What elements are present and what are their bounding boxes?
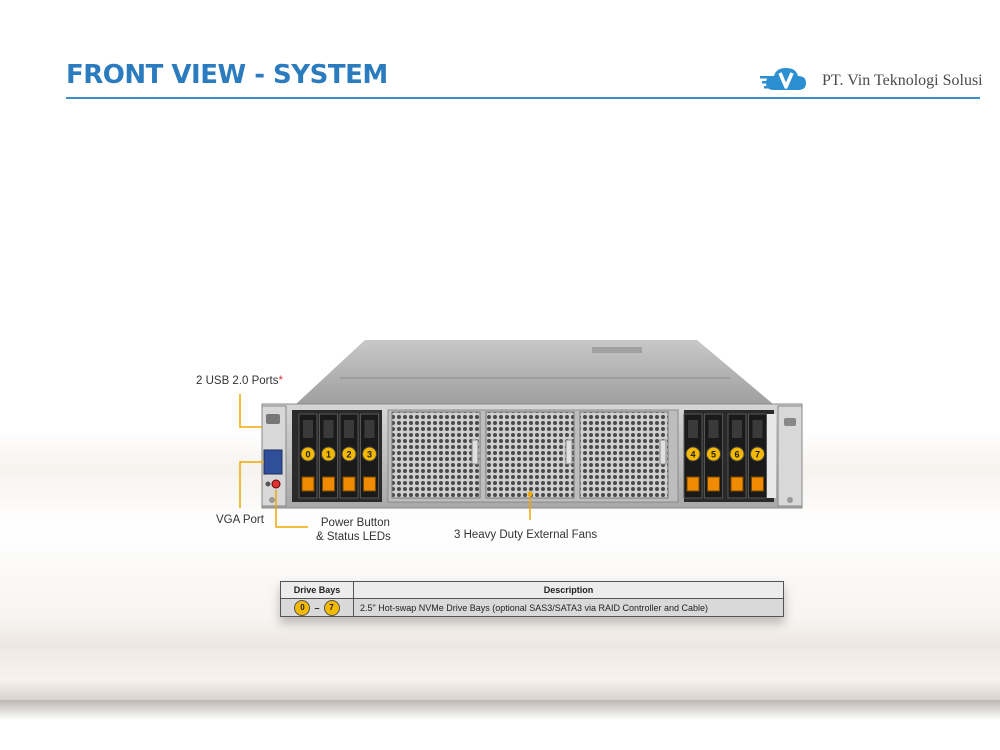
drive-latch-5 <box>707 476 720 492</box>
background-shelf <box>0 648 1000 700</box>
status-leds-text: & Status LEDs <box>316 531 391 543</box>
drive-number-5: 5 <box>711 450 716 460</box>
table-header-drive-bays: Drive Bays <box>280 581 354 599</box>
status-led <box>265 481 271 487</box>
power-callout-line <box>275 490 308 528</box>
drive-slot-7 <box>752 420 763 438</box>
drive-slot-2 <box>344 420 354 438</box>
drive-latch-3 <box>363 476 376 492</box>
drive-badge-5 <box>706 446 721 462</box>
drive-badge-to: 7 <box>323 599 340 616</box>
drive-latch-4 <box>686 476 700 492</box>
fan-3 <box>579 411 669 499</box>
page-title: FRONT VIEW - SYSTEM <box>66 60 388 90</box>
background-shadow <box>0 700 1000 720</box>
screw-right <box>787 497 793 503</box>
drive-latch-2 <box>342 476 356 492</box>
power-button-label: Power Button & Status LEDs <box>316 516 391 544</box>
title-underline <box>66 97 980 99</box>
drive-badge-from: 0 <box>294 599 311 616</box>
left-drive-bays: 0 1 2 3 <box>298 413 379 499</box>
fan-1-handle <box>471 439 479 465</box>
drive-slot-4 <box>688 420 698 438</box>
vent-slots <box>592 347 642 353</box>
usb-callout-line <box>239 394 262 428</box>
drive-slot-0 <box>303 420 313 438</box>
fans-label: 3 Heavy Duty External Fans <box>454 529 598 541</box>
fan-3-handle <box>659 439 667 465</box>
drive-badge-6 <box>729 446 745 462</box>
screw-left <box>269 497 275 503</box>
drive-badge-0 <box>300 446 316 462</box>
vga-callout-line <box>239 461 264 508</box>
drive-bays-table: Drive Bays Description 0–7 2.5" Hot-swap… <box>280 581 784 617</box>
vga-port <box>263 449 283 475</box>
usb-port <box>266 414 280 424</box>
drive-badge-7 <box>750 446 765 462</box>
drive-badge-4 <box>685 446 701 462</box>
drive-number-4: 4 <box>690 450 695 460</box>
cloud-logo-icon <box>760 68 806 90</box>
table-header-description: Description <box>353 581 784 599</box>
drive-number-6: 6 <box>734 450 739 460</box>
fan-2 <box>485 411 575 499</box>
fan-1 <box>391 411 481 499</box>
usb-asterisk: * <box>278 375 283 387</box>
drive-number-1: 1 <box>326 450 331 460</box>
usb-ports-label: 2 USB 2.0 Ports* <box>196 374 283 388</box>
drive-slot-6 <box>732 420 742 438</box>
company-name: PT. Vin Teknologi Solusi <box>822 72 983 89</box>
usb-ports-text: 2 USB 2.0 Ports <box>196 375 279 387</box>
vga-port-label: VGA Port <box>216 514 264 526</box>
fan-2-handle <box>565 439 573 465</box>
drive-latch-1 <box>322 476 335 492</box>
drive-latch-0 <box>301 476 315 492</box>
range-separator: – <box>314 602 320 613</box>
drive-latch-7 <box>751 476 764 492</box>
drive-badge-3 <box>362 446 377 462</box>
table-header-row: Drive Bays Description <box>280 581 784 599</box>
drive-latch-6 <box>730 476 744 492</box>
fans-callout-dot <box>527 491 533 497</box>
drive-badge-1 <box>321 446 336 462</box>
drive-badge-2 <box>341 446 357 462</box>
drive-slot-3 <box>364 420 375 438</box>
power-button <box>271 479 281 489</box>
drive-bays-cell: 0–7 <box>280 598 354 617</box>
company-logo: PT. Vin Teknologi Solusi <box>760 64 990 96</box>
drive-number-3: 3 <box>367 450 372 460</box>
chassis-top <box>296 340 773 404</box>
description-cell: 2.5" Hot-swap NVMe Drive Bays (optional … <box>353 598 784 617</box>
right-drive-bays: 4 5 6 7 <box>683 413 767 499</box>
drive-number-7: 7 <box>755 450 760 460</box>
power-button-text: Power Button <box>320 517 390 529</box>
drive-number-0: 0 <box>305 450 310 460</box>
drive-slot-1 <box>323 420 334 438</box>
drive-number-2: 2 <box>346 450 351 460</box>
table-row: 0–7 2.5" Hot-swap NVMe Drive Bays (optio… <box>280 598 784 617</box>
right-ear-handle <box>784 418 796 426</box>
drive-slot-5 <box>708 420 719 438</box>
